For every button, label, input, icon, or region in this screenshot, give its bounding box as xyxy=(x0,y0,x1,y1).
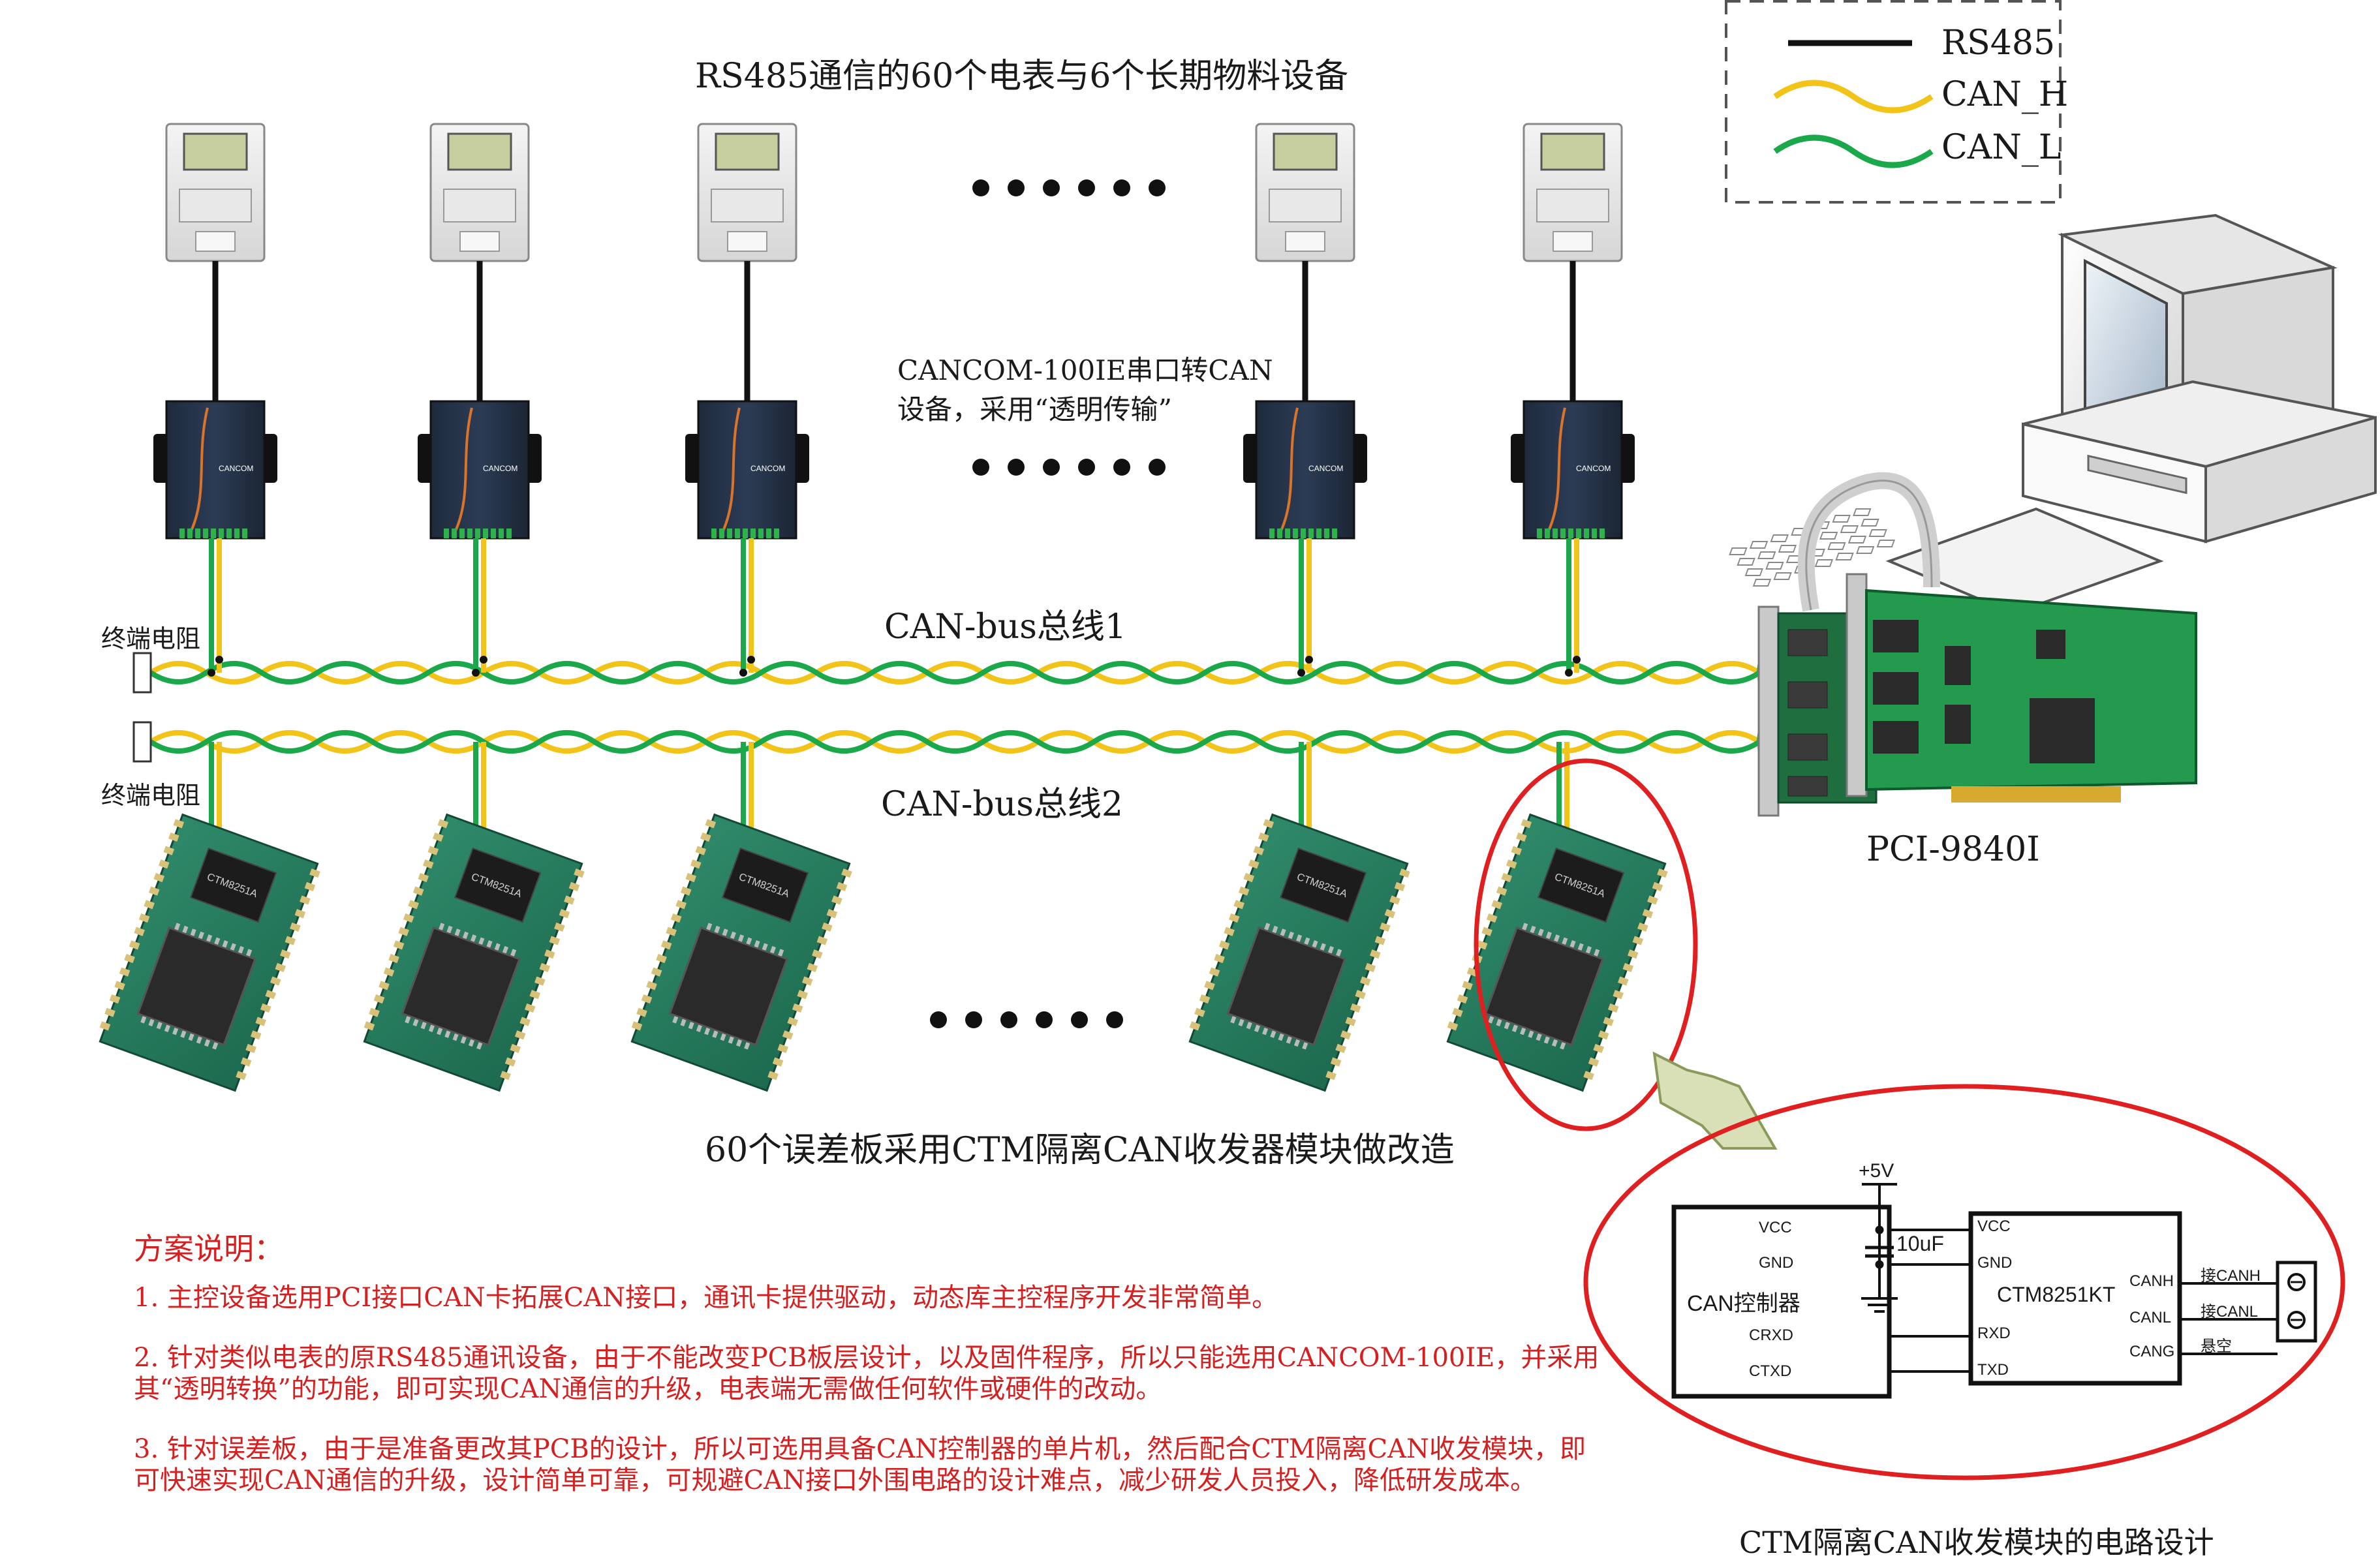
highlight-ellipse-board xyxy=(1474,758,1698,1131)
converter-brand-text: CANCOM xyxy=(750,464,785,473)
module-pin-canh: CANH xyxy=(2129,1272,2174,1290)
energy-meter xyxy=(1522,123,1623,262)
error-board-pcb: CTM8251A xyxy=(1446,813,1668,1092)
terminator-resistor-1 xyxy=(132,652,152,694)
module-pin-canl: CANL xyxy=(2129,1309,2172,1326)
ctm-module-chip xyxy=(454,847,542,923)
cancom-converter: CANCOM xyxy=(418,400,542,540)
computer-icon xyxy=(1729,213,2377,615)
error-board-pcb: CTM8251A xyxy=(630,813,852,1092)
top-title: RS485通信的60个电表与6个长期物料设备 xyxy=(695,57,1349,96)
more-converters-ellipsis xyxy=(972,459,1166,476)
bus2-canl xyxy=(149,730,1765,754)
module-title: CTM8251KT xyxy=(1997,1283,2116,1306)
ctm-module-chip xyxy=(189,847,277,923)
connect-canl-label: 接CANL xyxy=(2201,1303,2259,1321)
bus1-canl xyxy=(149,661,1765,684)
controller-title: CAN控制器 xyxy=(1687,1291,1800,1316)
cancom-converter: CANCOM xyxy=(153,400,277,540)
terminator-resistor-2 xyxy=(132,721,152,763)
converter-caption-line2: 设备，采用“透明传输” xyxy=(897,393,1172,425)
mcu-chip xyxy=(668,926,788,1047)
device-column: CANCOM CTM8251A xyxy=(1446,123,1668,1092)
can-controller-box xyxy=(1671,1204,1892,1399)
pci-card-label: PCI-9840I xyxy=(1866,830,2040,869)
energy-meter xyxy=(165,123,266,262)
energy-meter xyxy=(429,123,530,262)
ctm-module-chip xyxy=(721,847,809,923)
ctm-circuit-schematic xyxy=(1671,1183,2317,1399)
mcu-chip xyxy=(1226,926,1346,1047)
can-bus-2 xyxy=(149,730,1765,754)
module-pin-rxd: RXD xyxy=(1977,1325,2011,1342)
converter-caption-line1: CANCOM-100IE串口转CAN xyxy=(897,354,1273,386)
converter-brand-text: CANCOM xyxy=(1576,464,1611,473)
plan-body: 1. 主控设备选用PCI接口CAN卡拓展CAN接口，通讯卡提供驱动，动态库主控程… xyxy=(134,1282,1599,1496)
plan-item-1: 1. 主控设备选用PCI接口CAN卡拓展CAN接口，通讯卡提供驱动，动态库主控程… xyxy=(134,1283,1278,1313)
terminator-label-2: 终端电阻 xyxy=(101,781,201,810)
bus2-label: CAN-bus总线2 xyxy=(881,785,1123,824)
plan-heading: 方案说明： xyxy=(134,1231,284,1266)
converter-brand-text: CANCOM xyxy=(219,464,253,473)
converter-brand-text: CANCOM xyxy=(483,464,518,473)
legend-label-rs485: RS485 xyxy=(1941,23,2056,63)
can-bus-1 xyxy=(149,661,1765,684)
legend-label-canl: CAN_L xyxy=(1941,128,2062,167)
mcu-chip xyxy=(1484,926,1604,1047)
module-pin-vcc: VCC xyxy=(1977,1217,2011,1235)
device-column: CANCOM CTM8251A xyxy=(363,123,585,1092)
terminator-label-1: 终端电阻 xyxy=(101,624,201,653)
floating-label: 悬空 xyxy=(2201,1338,2232,1355)
plan-item-2-cont: 其“透明转换”的功能，即可实现CAN通信的升级，电表端无需做任何软件或硬件的改动… xyxy=(134,1374,1162,1404)
legend-label-canh: CAN_H xyxy=(1941,75,2069,114)
bus1-label: CAN-bus总线1 xyxy=(884,607,1126,647)
error-board-pcb: CTM8251A xyxy=(363,813,585,1092)
plan-item-3-cont: 可快速实现CAN通信的升级，设计简单可靠，可规避CAN接口外围电路的设计难点，减… xyxy=(134,1465,1536,1495)
error-board-pcb: CTM8251A xyxy=(99,813,320,1092)
more-boards-ellipsis xyxy=(930,1011,1123,1028)
boards-caption: 60个误差板采用CTM隔离CAN收发器模块做改造 xyxy=(705,1131,1455,1170)
controller-pin-gnd: GND xyxy=(1759,1254,1794,1272)
converter-brand-text: CANCOM xyxy=(1308,464,1343,473)
controller-pin-ctxd: CTXD xyxy=(1749,1362,1792,1380)
connect-canh-label: 接CANH xyxy=(2201,1267,2261,1285)
ctm-module-chip xyxy=(1279,847,1367,923)
mcu-chip xyxy=(401,926,521,1047)
mcu-chip xyxy=(136,926,256,1047)
module-pin-gnd: GND xyxy=(1977,1254,2013,1272)
plan-item-3: 3. 针对误差板，由于是准备更改其PCB的设计，所以可选用具备CAN控制器的单片… xyxy=(134,1434,1586,1464)
energy-meter xyxy=(697,123,797,262)
module-pin-txd: TXD xyxy=(1977,1361,2009,1379)
controller-pin-crxd: CRXD xyxy=(1749,1326,1794,1344)
ctm-module-chip xyxy=(1537,847,1625,923)
device-column: CANCOM CTM8251A xyxy=(99,123,320,1092)
cancom-converter: CANCOM xyxy=(685,400,809,540)
pci-can-card xyxy=(1757,472,2197,817)
legend xyxy=(1725,0,2062,204)
legend-canh-line xyxy=(1773,80,1934,114)
module-pin-cang: CANG xyxy=(2129,1343,2175,1360)
cancom-converter: CANCOM xyxy=(1243,400,1367,540)
device-column: CANCOM CTM8251A xyxy=(630,123,852,1092)
cancom-converter: CANCOM xyxy=(1511,400,1635,540)
more-meters-ellipsis xyxy=(972,179,1166,196)
plan-item-2: 2. 针对类似电表的原RS485通讯设备，由于不能改变PCB板层设计，以及固件程… xyxy=(134,1343,1600,1373)
circuit-caption: CTM隔离CAN收发模块的电路设计 xyxy=(1739,1525,2214,1560)
legend-canl-line xyxy=(1773,134,1934,168)
device-column: CANCOM CTM8251A xyxy=(1188,123,1410,1092)
error-board-pcb: CTM8251A xyxy=(1188,813,1410,1092)
controller-pin-vcc: VCC xyxy=(1759,1219,1792,1236)
highlight-ellipse-circuit xyxy=(1583,1084,2345,1480)
capacitor-label: 10uF xyxy=(1896,1232,1944,1255)
ctm-module-box xyxy=(1968,1211,2182,1386)
energy-meter xyxy=(1255,123,1355,262)
supply-label: +5V xyxy=(1859,1160,1894,1182)
